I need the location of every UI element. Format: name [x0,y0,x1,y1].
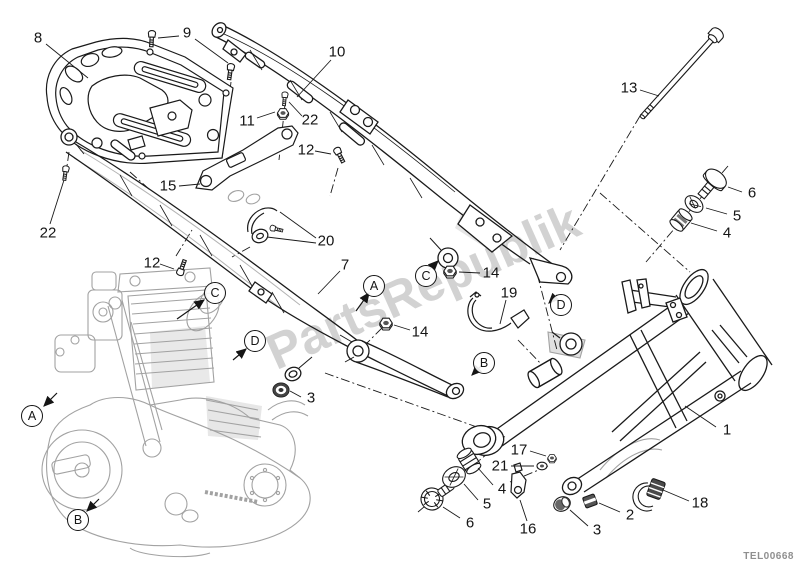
part-number: 21 [491,457,509,475]
part-number: 6 [747,184,757,202]
part-callout: 19 [501,286,518,301]
view-marker: C [204,282,226,304]
part-number: 18 [691,494,709,512]
part-callout: 4 [723,226,731,241]
bushing-part4-lower [456,447,482,475]
bracket-part16 [510,462,527,499]
part-number: 4 [497,480,507,498]
view-marker-letter: D [556,297,566,312]
part-number: 19 [500,284,518,302]
part-number: 5 [482,495,492,513]
rack-plate-part8 [45,37,234,165]
part-number: 22 [39,224,57,242]
view-marker-letter: D [250,333,260,348]
part-number: 3 [306,389,316,407]
part-callout: 5 [733,209,741,224]
part-number: 5 [732,207,742,225]
bushing-part4-upper [669,208,693,232]
washer-part5-lower [442,466,466,488]
cable-guide-part19 [467,291,530,332]
part-callout: 15 [160,179,177,194]
bolt-part13 [639,27,724,120]
part-number: 15 [159,177,177,195]
part-callout: 1 [723,423,731,438]
drawing-code: TEL00668 [743,551,794,562]
part-callout: 5 [483,497,491,512]
part-number: 20 [317,232,335,250]
part-number: 3 [592,521,602,539]
part-callout: 11 [239,114,255,129]
part-callout: 18 [692,496,709,511]
part-number: 17 [510,441,528,459]
main-frame-part1 [461,268,773,496]
part-number: 14 [411,323,429,341]
part-number: 6 [465,514,475,532]
engine-drawing [41,190,663,558]
part-number: 13 [620,79,638,97]
part-callout: 13 [621,81,638,96]
part-callout: 6 [466,516,474,531]
view-marker-letter: A [369,278,379,293]
part-callout: 20 [318,234,335,249]
view-marker-letter: C [421,268,431,283]
part-number: 7 [340,256,350,274]
view-marker-letter: C [210,285,220,300]
part-number: 4 [722,224,732,242]
part-callout: 16 [520,522,537,537]
washer-part5-upper [684,195,704,213]
view-marker: B [67,509,89,531]
part-number: 11 [239,112,255,130]
part-callout: 14 [412,325,429,340]
view-marker-letter: B [73,512,83,527]
part-callout: 10 [329,45,346,60]
part-callout: 22 [302,113,319,128]
part-callout: 21 [492,459,509,474]
part-number: 12 [143,254,161,272]
view-marker: D [244,330,266,352]
part-number: 22 [301,111,319,129]
part-callout: 3 [307,391,315,406]
view-marker: D [550,294,572,316]
part-callout: 22 [40,226,57,241]
part-number: 14 [482,264,500,282]
part-callout: 12 [298,143,315,158]
clip-part18 [632,478,666,512]
part-number: 10 [328,43,346,61]
part-callout: 4 [498,482,506,497]
clamp-part20 [247,207,284,244]
part-callout: 8 [34,31,42,46]
clip-part2 [582,493,598,509]
part-callout: 12 [144,256,161,271]
part-callout: 2 [626,508,634,523]
leader-lines [45,35,743,527]
view-marker-letter: A [27,408,37,423]
view-marker: A [363,275,385,297]
part-callout: 6 [748,186,756,201]
part-number: 2 [625,506,635,524]
view-marker: A [21,405,43,427]
part-number: 16 [519,520,537,538]
part-callout: 9 [183,26,191,41]
part-number: 9 [182,24,192,42]
seat-rail-left-part7 [60,128,465,400]
part-callout: 7 [341,258,349,273]
part-callout: 3 [593,523,601,538]
view-marker: B [473,352,495,374]
plug-part3-upper [272,382,290,398]
part-number: 8 [33,29,43,47]
fasteners [60,27,727,512]
part-number: 12 [297,141,315,159]
seat-rail-right-part10 [211,22,573,285]
part-callout: 14 [483,266,500,281]
bolt-part6-upper [697,168,727,200]
view-marker-letter: B [479,355,489,370]
bracket-part15 [195,125,299,191]
part-callout: 17 [511,443,528,458]
plug-part3-lower [553,496,571,512]
view-marker: C [415,265,437,287]
part-number: 1 [722,421,732,439]
